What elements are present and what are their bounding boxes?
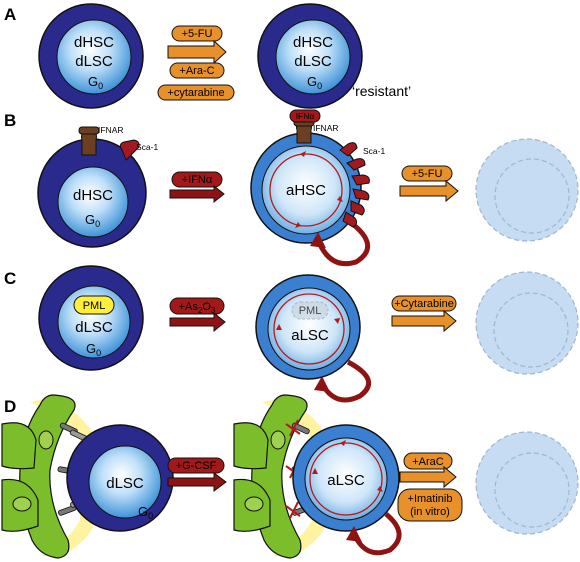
- treatment-pill-gcsf: +G-CSF: [167, 457, 225, 474]
- replication-ring: [269, 153, 343, 227]
- sca1-cluster: [339, 142, 370, 228]
- panel-letter-a: A: [4, 5, 16, 24]
- pill-label-line2: (in vitro): [410, 506, 450, 518]
- arrow-orange-c: [391, 309, 457, 333]
- pml-degraded: PML: [291, 301, 329, 320]
- panel-c: C PML dLSC G0 +As2O3 PML: [4, 265, 579, 403]
- pill-label: +5-FU: [182, 28, 213, 40]
- cell-d2: aLSC: [292, 424, 402, 556]
- arrow-red-c: [169, 311, 226, 333]
- cell-c2: PML aLSC: [255, 274, 372, 403]
- cell-label-line1: dHSC: [293, 34, 333, 51]
- cell-label: dLSC: [75, 319, 113, 336]
- cell-c1: PML dLSC G0: [38, 265, 144, 371]
- cell-d1: dLSC G0: [66, 424, 174, 532]
- arrow-red-d: [167, 472, 227, 492]
- sca1-marker: [119, 139, 140, 161]
- pill-label: +AraC: [412, 456, 444, 468]
- drug-pill-arac-d: +AraC: [403, 452, 453, 470]
- self-renewal-arrow: [319, 359, 372, 403]
- arrow-orange-d: [399, 465, 457, 489]
- self-renewal-arrow: [351, 512, 402, 556]
- pill-label: +G-CSF: [176, 460, 217, 472]
- ghost-cell-c: [475, 271, 579, 375]
- arrow-orange-b: [399, 179, 459, 203]
- cell-b1: dHSC G0 IFNAR Sca-1: [37, 125, 158, 248]
- g0-label: G0: [86, 341, 101, 358]
- svg-text:IFNα: IFNα: [296, 111, 315, 121]
- drug-pill-5fu-b: +5-FU: [401, 165, 453, 182]
- pill-label: +Cytarabine: [394, 298, 454, 310]
- drug-pill-arac: +Ara-C: [169, 62, 225, 79]
- g0-label: G0: [138, 504, 153, 521]
- cell-nucleus: [57, 166, 129, 238]
- cell-nucleus: [304, 437, 388, 521]
- cell-a1: dHSC dLSC G0: [38, 3, 144, 109]
- cell-label: aHSC: [286, 182, 326, 199]
- ifnar-label: IFNAR: [313, 123, 339, 133]
- replication-ring: [309, 442, 383, 516]
- sca1-label: Sca-1: [136, 142, 158, 152]
- arrow-orange-a: [167, 39, 227, 65]
- cell-nucleus: [275, 19, 351, 95]
- panel-a: A dHSC dLSC G0 +5-FU +Ara-C +cytarabine …: [4, 3, 411, 109]
- panel-letter-c: C: [4, 269, 16, 288]
- panel-b: B dHSC G0 IFNAR Sca-1 +IFNα: [4, 109, 579, 267]
- ifnar-receptor: [78, 126, 100, 156]
- arrow-red-b: [169, 184, 225, 204]
- cell-label-line1: dHSC: [74, 34, 114, 51]
- pill-label-line1: +Imatinib: [408, 493, 453, 505]
- pill-label: +Ara-C: [179, 65, 214, 77]
- cell-nucleus: [267, 287, 351, 371]
- ifnar-label: IFNAR: [98, 125, 124, 135]
- treatment-pill-ifna: +IFNα: [171, 171, 223, 188]
- treatment-pill-as2o3: +As2O3: [169, 297, 225, 315]
- pill-label: +IFNα: [182, 174, 213, 186]
- ghost-cell-b: [475, 138, 579, 242]
- svg-text:PML: PML: [299, 305, 322, 317]
- cell-b2: aHSC IFNα IFNAR Sca-1: [250, 109, 385, 267]
- panel-letter-b: B: [4, 111, 16, 130]
- resistant-label: ‘resistant’: [352, 83, 411, 99]
- cell-label: aLSC: [327, 472, 365, 489]
- bone-marrow-niche-1: [1, 394, 96, 559]
- pml-body: PML: [73, 295, 115, 315]
- ifn-bound-pill: IFNα: [289, 109, 321, 123]
- sca1-label: Sca-1: [363, 146, 385, 156]
- cell-a2: dHSC dLSC G0: [257, 3, 363, 109]
- g0-label: G0: [307, 74, 322, 91]
- pill-label: +As2O3: [179, 301, 216, 315]
- cell-nucleus: [56, 19, 132, 95]
- ifnar-receptor: [293, 118, 315, 144]
- g0-label: G0: [85, 212, 100, 229]
- ghost-cell-d: [475, 431, 579, 535]
- pill-label: +5-FU: [412, 168, 443, 180]
- drug-pill-imatinib: +Imatinib (in vitro): [397, 488, 463, 522]
- drug-pill-5fu: +5-FU: [171, 25, 223, 42]
- replication-ring: [273, 293, 345, 365]
- drug-pill-cytarabine-c: +Cytarabine: [391, 295, 457, 312]
- cell-label: dLSC: [106, 475, 144, 492]
- panel-letter-d: D: [4, 397, 16, 416]
- cell-nucleus: [88, 445, 162, 519]
- cell-label-line2: dLSC: [294, 53, 332, 70]
- cell-label: aLSC: [291, 327, 329, 344]
- cell-label: dHSC: [73, 187, 113, 204]
- svg-text:PML: PML: [83, 300, 106, 312]
- drug-pill-cytarabine: +cytarabine: [157, 84, 235, 101]
- pill-label: +cytarabine: [167, 87, 224, 99]
- cell-label-line2: dLSC: [75, 53, 113, 70]
- self-renewal-arrow: [315, 220, 370, 267]
- cell-nucleus: [261, 145, 351, 235]
- g0-label: G0: [88, 74, 103, 91]
- panel-d: D dLSC G0 +: [1, 394, 579, 559]
